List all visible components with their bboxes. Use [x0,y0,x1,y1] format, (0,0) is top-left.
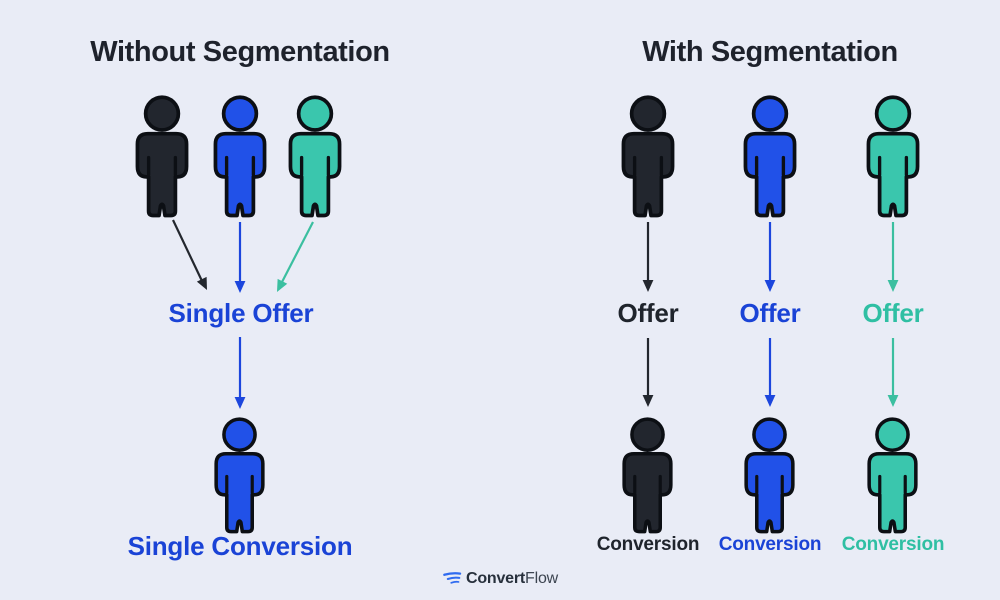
person-icon-dark [621,95,675,218]
right-section-title: With Segmentation [642,36,898,68]
left-section-title: Without Segmentation [90,36,390,68]
conversion-label-dark: Conversion [596,534,700,555]
single-conversion-label: Single Conversion [127,531,353,561]
person-icon-teal [866,95,920,218]
offer-label-blue: Offer [739,298,801,328]
arrow-single-offer-to-conversion [234,337,246,409]
arrow-blue-to-single-offer [234,222,246,293]
brand-name-light: Flow [525,570,559,587]
arrow-dark-offer-to-conversion [642,338,654,407]
person-icon-teal-converted [867,417,918,534]
person-icon-blue [743,95,797,218]
offer-label-teal: Offer [862,298,924,328]
person-icon-dark-converted [622,417,673,534]
arrow-dark-to-offer [642,222,654,292]
arrow-teal-to-offer [887,222,899,292]
arrow-blue-offer-to-conversion [764,338,776,407]
conversion-label-teal: Conversion [841,534,945,555]
arrow-teal-offer-to-conversion [887,338,899,407]
person-icon-blue-converted [744,417,795,534]
arrow-blue-to-offer [764,222,776,292]
arrow-teal-to-single-offer [277,221,314,292]
brand-name: ConvertFlow [466,571,558,587]
person-icon-teal [288,95,342,218]
brand-footer: ConvertFlow [400,567,600,591]
brand-name-bold: Convert [465,570,526,587]
offer-label-dark: Offer [617,298,679,328]
arrow-dark-to-single-offer [172,219,207,290]
flow-swoosh-icon [443,572,462,584]
conversion-label-blue: Conversion [718,534,822,555]
person-icon-blue-converted [214,417,265,534]
person-icon-dark [135,95,189,218]
single-offer-label: Single Offer [168,298,314,328]
person-icon-blue [213,95,267,218]
